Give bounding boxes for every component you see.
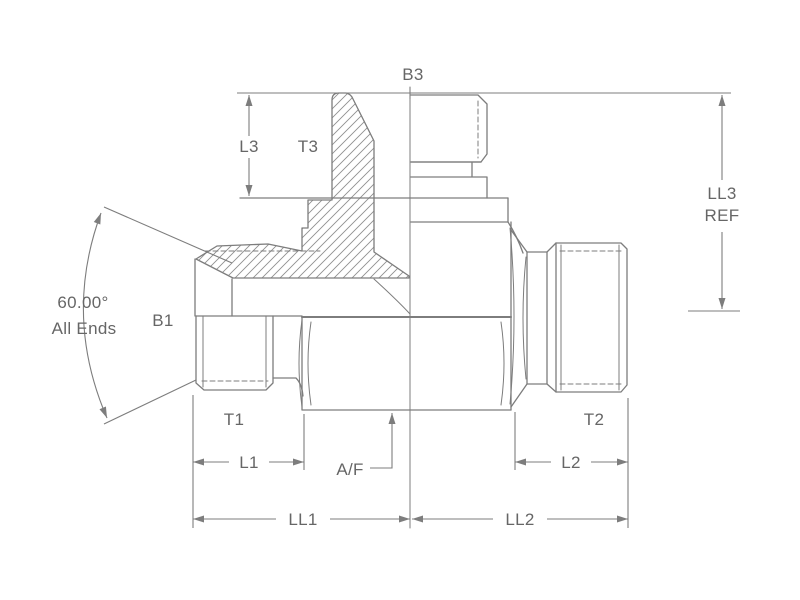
left-port (194, 258, 304, 397)
arrowhead-arc-bottom (99, 406, 107, 418)
arrowhead-arc-top (93, 213, 101, 225)
arrowhead-up (245, 95, 253, 106)
label-b1: B1 (152, 311, 173, 330)
dimension-l3: L3 T3 (239, 95, 318, 196)
right-port (509, 221, 628, 411)
label-t3: T3 (298, 137, 318, 156)
left-thread-chamfer-lines (202, 315, 267, 388)
arrowhead-up (388, 413, 396, 424)
label-b3: B3 (402, 65, 423, 84)
body-fillet-curve (373, 278, 411, 315)
disk-fillet (507, 221, 524, 254)
right-thread-outline (555, 242, 628, 393)
seat-cylinder (526, 251, 548, 385)
arrowhead-right (293, 458, 304, 466)
arrowhead-right (617, 458, 628, 466)
left-undercut (272, 377, 304, 397)
arrowhead-down (245, 185, 253, 196)
arrowhead-down (718, 298, 726, 309)
hex-body (298, 278, 512, 411)
angle-line-lower (103, 379, 197, 425)
section-hatch (195, 92, 410, 279)
left-thread-outline (195, 315, 274, 391)
label-l3: L3 (239, 137, 259, 156)
hex-outline (301, 316, 512, 411)
hex-left-corner-curve (298, 319, 303, 408)
dimension-l1: L1 (193, 414, 305, 472)
arrowhead-left (193, 515, 204, 523)
hex-right-chamfer-curve (500, 321, 505, 406)
arrowhead-left (193, 458, 204, 466)
seat-curve (522, 256, 527, 380)
label-seat-angle: 60.00° (57, 293, 108, 312)
seat-thread-chamfers (546, 242, 557, 393)
dimension-seat-angle: 60.00° All Ends (52, 206, 233, 425)
label-ll3: LL3 (707, 184, 736, 203)
arrowhead-right (617, 515, 628, 523)
label-t1: T1 (224, 410, 244, 429)
dimension-ll1: LL1 (192, 395, 410, 529)
dimension-ll3: LL3 REF (688, 95, 740, 312)
arrowhead-left (412, 515, 423, 523)
label-ll3-ref: REF (705, 206, 740, 225)
label-af: A/F (336, 460, 363, 479)
hex-right-corner-curve (509, 227, 515, 405)
af-leader-line (370, 413, 393, 469)
label-l2: L2 (561, 453, 581, 472)
label-seat-angle-note: All Ends (52, 319, 117, 338)
dimensions: B3 L3 T3 LL3 REF 60.00° All Ends (52, 65, 740, 529)
label-ll1: LL1 (288, 510, 317, 529)
label-l1: L1 (239, 453, 259, 472)
arrowhead-left (515, 458, 526, 466)
hex-left-chamfer-curve (307, 321, 312, 406)
angle-arc (82, 212, 108, 419)
label-ll2: LL2 (505, 510, 534, 529)
right-thread-minor-dashed (559, 250, 623, 385)
label-t2: T2 (584, 410, 604, 429)
top-thread-outline (410, 94, 488, 163)
flare-cone-edges (510, 229, 528, 408)
dimension-af: A/F (336, 413, 396, 479)
angle-line-upper (103, 206, 233, 264)
dimension-ll2: LL2 (412, 398, 629, 529)
dimension-l2: L2 (514, 412, 628, 472)
top-disk (410, 197, 509, 223)
arrowhead-right (399, 515, 410, 523)
dimension-b3: B3 (237, 65, 731, 99)
right-thread-chamfer-lines (560, 244, 620, 391)
top-undercut-collar (410, 161, 488, 199)
section-region (195, 92, 410, 279)
arrowhead-up (718, 95, 726, 106)
